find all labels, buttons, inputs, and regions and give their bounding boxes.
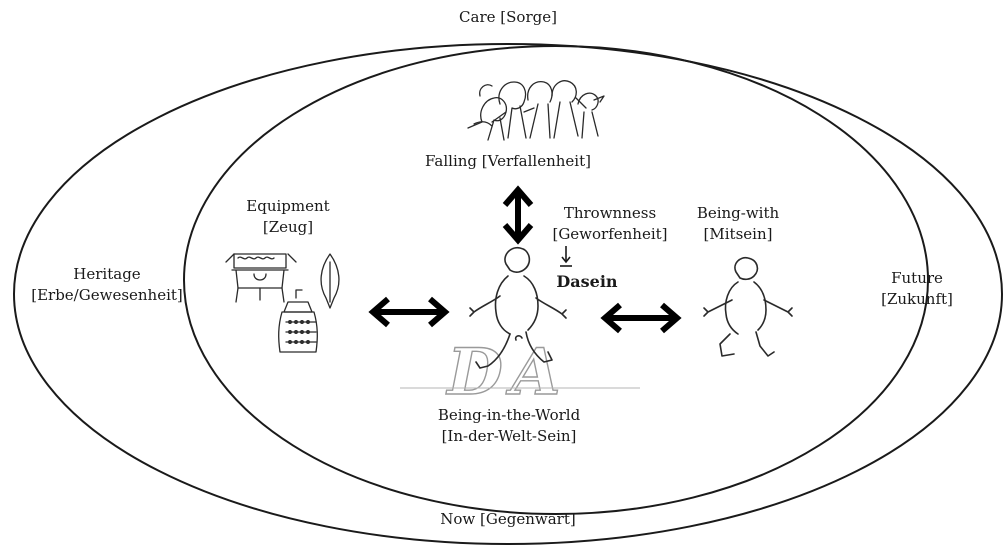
bronze-bell-icon — [278, 289, 318, 353]
vertical-double-arrow-icon — [502, 185, 534, 245]
being-in-the-world-label-line-1: Being-in-the-World — [438, 406, 581, 424]
left-double-arrow-icon — [368, 296, 450, 328]
being-with-label-line-2: [Mitsein] — [704, 225, 773, 243]
spearhead-icon — [320, 253, 340, 309]
heritage-label: Heritage [Erbe/Gewesenheit] — [31, 265, 183, 304]
future-label-line-2: [Zukunft] — [881, 290, 953, 308]
being-in-the-world-label: Being-in-the-World [In-der-Welt-Sein] — [438, 406, 581, 445]
down-arrow-icon — [560, 246, 572, 267]
outer-ellipse-care — [13, 43, 1003, 545]
care-label: Care [Sorge] — [459, 8, 557, 26]
da-logo-icon: DA — [400, 334, 640, 411]
being-with-label-line-1: Being-with — [697, 204, 780, 222]
heritage-label-line-2: [Erbe/Gewesenheit] — [31, 286, 183, 304]
being-in-the-world-label-line-2: [In-der-Welt-Sein] — [442, 427, 577, 445]
future-label: Future [Zukunft] — [881, 269, 953, 308]
dasein-label: Dasein — [556, 272, 618, 291]
now-label: Now [Gegenwart] — [440, 510, 575, 528]
heritage-label-line-1: Heritage — [73, 265, 140, 283]
being-with-label: Being-with [Mitsein] — [697, 204, 780, 243]
inner-ellipse-world — [183, 45, 929, 515]
falling-label: Falling [Verfallenheit] — [425, 152, 591, 170]
future-label-line-1: Future — [891, 269, 943, 287]
thrownness-label: Thrownness [Geworfenheit] — [552, 204, 667, 243]
thrownness-label-line-2: [Geworfenheit] — [552, 225, 667, 243]
equipment-label-line-2: [Zeug] — [263, 218, 313, 236]
equipment-label: Equipment [Zeug] — [246, 197, 329, 236]
da-logo-text: DA — [445, 335, 568, 410]
walking-baby-icon — [469, 246, 567, 369]
crowd-figures-icon — [467, 80, 605, 141]
right-double-arrow-icon — [600, 302, 682, 334]
thrownness-label-line-1: Thrownness — [564, 204, 656, 222]
ancient-vessel-icon — [225, 253, 297, 303]
equipment-label-line-1: Equipment — [246, 197, 329, 215]
walking-baby-other-icon — [703, 256, 793, 357]
